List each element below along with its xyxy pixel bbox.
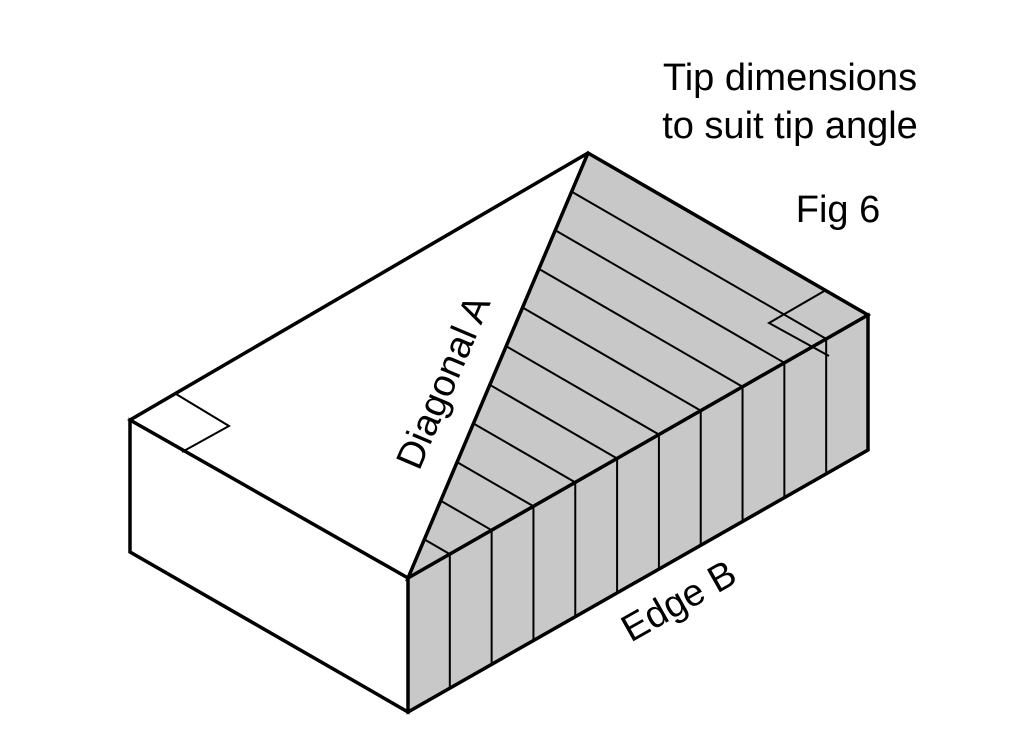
- caption-line-2: to suit tip angle: [662, 105, 918, 147]
- tip-notch-left: [175, 393, 231, 453]
- block-top-front-edge: [407, 313, 869, 580]
- tip-strip-divider-top: [522, 306, 702, 412]
- diagonal-line: [406, 152, 590, 579]
- caption-line-1: Tip dimensions: [663, 57, 917, 99]
- tip-strip-divider-top: [456, 461, 534, 508]
- tip-strip-lines-top: [423, 190, 827, 555]
- tip-strip-divider-top: [554, 229, 785, 364]
- tip-strip-divider-top: [472, 422, 576, 484]
- tip-strip-divider-top: [440, 499, 493, 532]
- tip-strip-divider-top: [423, 538, 451, 555]
- tip-strip-divider-top: [538, 268, 744, 388]
- figure-label: Fig 6: [796, 189, 880, 231]
- block-front-edge: [129, 418, 409, 580]
- tip-strip-divider-top: [489, 383, 618, 460]
- tip-strip-lines-front: [448, 338, 828, 689]
- tip-strip-divider-top: [505, 345, 660, 436]
- tip-notch-right: [766, 289, 830, 357]
